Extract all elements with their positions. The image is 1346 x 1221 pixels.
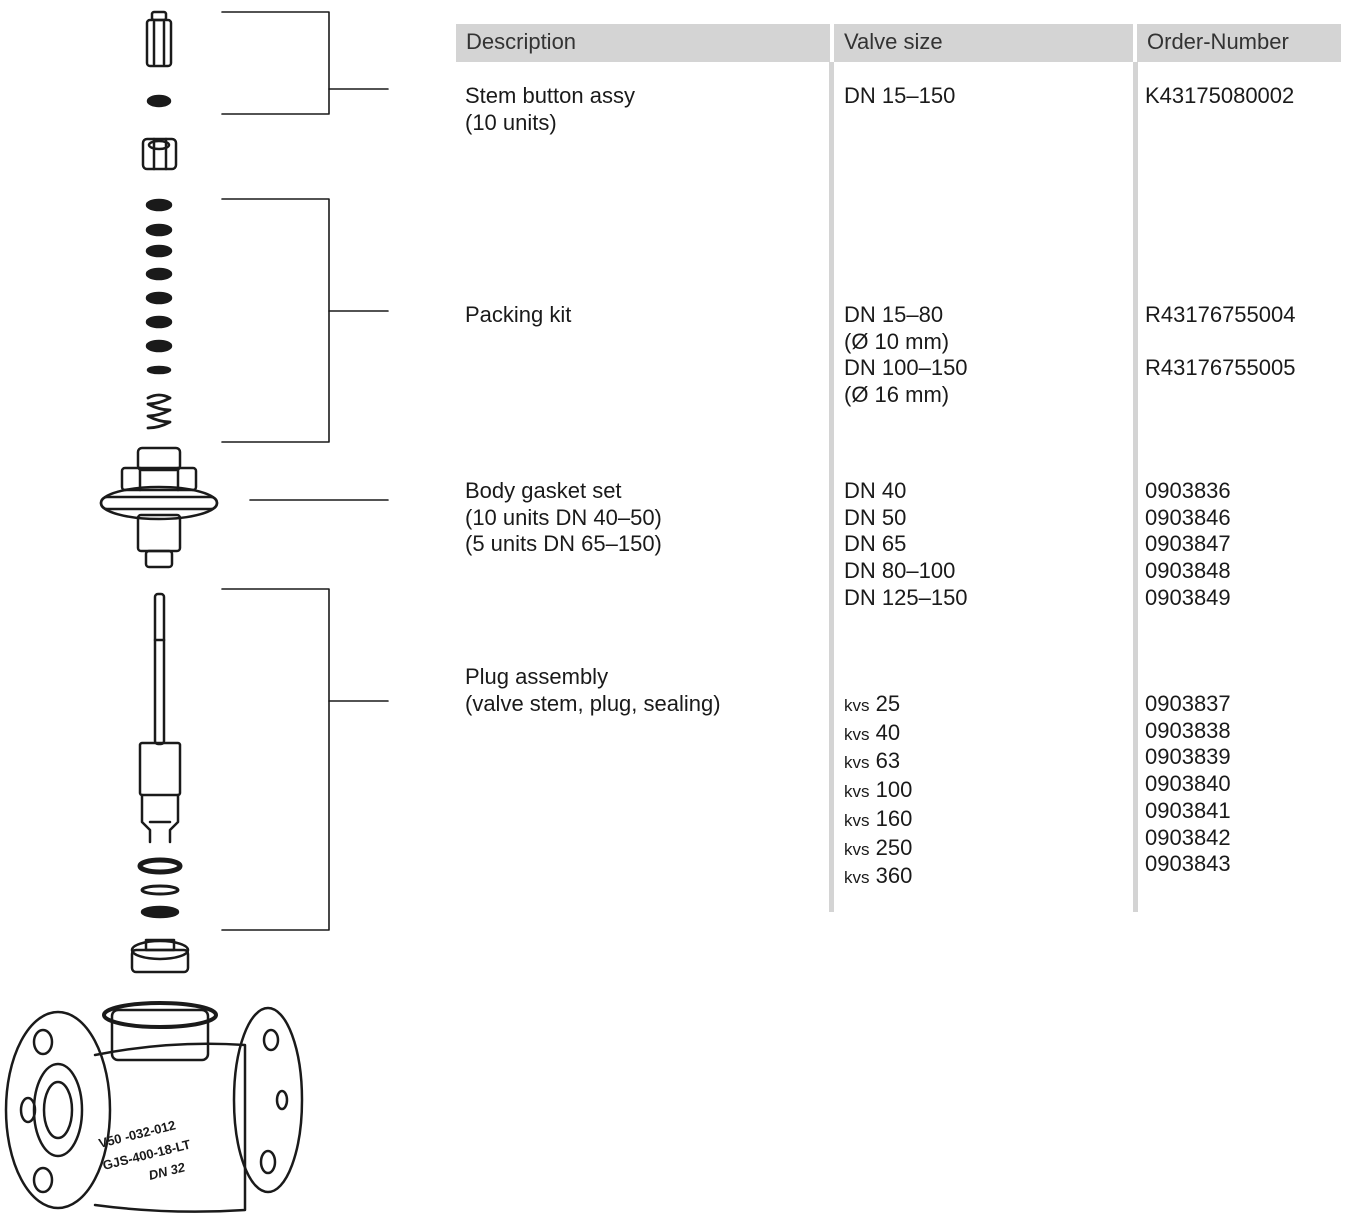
bracket-stem-button [221,11,389,115]
hex-nut-part [141,137,178,171]
stem-washer-part [146,94,172,108]
row-packing-kit-description: Packing kit [465,302,572,327]
valve-body-part: V50 -032-012 GJS-400-18-LT DN 32 [4,1001,304,1213]
column-separator [829,62,834,912]
row-packing-kit-sizes: DN 15–80 (Ø 10 mm) DN 100–150 (Ø 16 mm) [844,302,968,408]
row-body-gasket-sizes: DN 40 DN 50 DN 65 DN 80–100 DN 125–150 [844,478,968,610]
bracket-packing-kit [221,198,389,443]
row-body-gasket-description: Body gasket set (10 units DN 40–50) (5 u… [465,478,662,557]
header-description: Description [456,24,830,62]
column-separator [1133,62,1138,912]
seat-ring-part [130,938,190,974]
row-plug-assembly-description: Plug assembly (valve stem, plug, sealing… [465,664,721,716]
packing-rings [145,198,173,375]
row-body-gasket-orders: 0903836 0903846 0903847 0903848 0903849 [1145,478,1231,610]
stem-button-part [145,10,173,68]
row-packing-kit-orders: R43176755004 R43176755005 [1145,302,1296,381]
header-order-number: Order-Number [1137,24,1341,62]
body-marking-line-3: DN 32 [147,1159,187,1183]
row-stem-button-size: DN 15–150 [844,83,956,108]
row-plug-assembly-kvs: kvs 25 kvs 40 kvs 63 kvs 100 kvs 160 kvs… [844,691,913,889]
row-plug-assembly-orders: 0903837 0903838 0903839 0903840 0903841 … [1145,691,1231,877]
header-valve-size: Valve size [834,24,1133,62]
row-stem-button-order: K43175080002 [1145,83,1295,108]
bonnet-part [99,446,219,569]
bracket-plug-assembly [221,588,389,931]
row-stem-button-description: Stem button assy (10 units) [465,83,635,135]
seal-rings [137,857,183,919]
valve-stem-plug-part [138,592,182,844]
valve-exploded-illustration: V50 -032-012 GJS-400-18-LT DN 32 [4,10,389,1213]
spring-part [146,393,172,430]
